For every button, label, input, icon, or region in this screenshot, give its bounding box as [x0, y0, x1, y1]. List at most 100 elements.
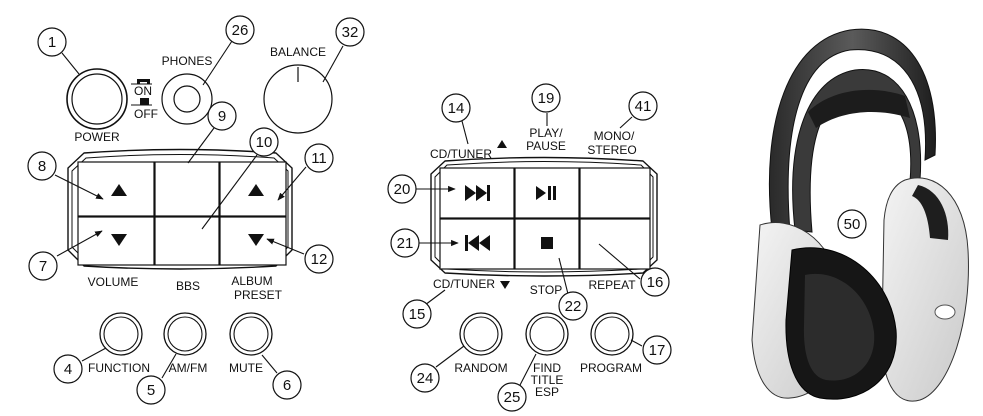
volume-up-button[interactable] — [77, 161, 155, 217]
skip-back-icon — [465, 235, 490, 251]
program-button[interactable] — [590, 312, 634, 356]
skip-forward-button[interactable] — [439, 167, 515, 219]
balance-label: BALANCE — [270, 45, 326, 59]
brand-logo — [934, 304, 956, 320]
power-knob[interactable] — [66, 68, 128, 130]
callout-11: 11 — [304, 143, 334, 173]
svg-text:22: 22 — [565, 298, 582, 315]
svg-text:11: 11 — [311, 150, 327, 167]
album-preset-up-button[interactable] — [219, 161, 287, 217]
random-button[interactable] — [459, 312, 503, 356]
mono-stereo-button[interactable] — [579, 167, 651, 219]
album-preset-down-button[interactable] — [219, 216, 287, 266]
up-arrow-icon — [248, 184, 264, 196]
headphones-illustration: 50 — [751, 28, 969, 402]
svg-text:20: 20 — [394, 181, 411, 198]
callout-4: 4 — [53, 354, 83, 384]
callout-22: 22 — [558, 291, 588, 321]
svg-text:15: 15 — [409, 306, 426, 323]
svg-text:4: 4 — [64, 361, 72, 378]
up-arrow-icon — [111, 184, 127, 196]
svg-text:5: 5 — [147, 382, 155, 399]
leader-25 — [518, 353, 537, 388]
callout-16: 16 — [640, 267, 670, 297]
svg-text:26: 26 — [232, 22, 249, 39]
svg-text:6: 6 — [283, 377, 291, 394]
play-pause-icon — [536, 186, 556, 200]
callout-41: 41 — [628, 91, 658, 121]
svg-text:7: 7 — [39, 258, 47, 275]
play-pause-button[interactable] — [514, 167, 580, 219]
function-label: FUNCTION — [88, 361, 150, 375]
amfm-label: AM/FM — [169, 361, 208, 375]
mono-label: MONO/ — [594, 129, 635, 143]
mute-button[interactable] — [229, 312, 273, 356]
leader-41 — [619, 116, 633, 129]
svg-text:19: 19 — [538, 90, 555, 107]
leader-32 — [322, 45, 344, 83]
balance-knob[interactable] — [263, 64, 333, 134]
stop-button[interactable] — [514, 218, 580, 270]
on-label: ON — [134, 84, 152, 98]
leader-15 — [424, 289, 446, 306]
callout-20: 20 — [387, 174, 417, 204]
callout-21: 21 — [390, 228, 420, 258]
leader-14 — [461, 120, 469, 145]
callout-10: 10 — [249, 127, 279, 157]
callout-6: 6 — [272, 370, 302, 400]
repeat-button[interactable] — [579, 218, 651, 270]
middle-panel: CD/TUNER PLAY/ PAUSE MONO/ STEREO — [387, 83, 672, 412]
leader-10 — [201, 154, 258, 230]
svg-text:32: 32 — [342, 24, 359, 41]
headband-outer — [768, 28, 936, 233]
right-cup-trim — [912, 185, 949, 240]
phones-label: PHONES — [162, 54, 213, 68]
stop-icon — [541, 237, 553, 249]
stop-label: STOP — [530, 283, 562, 297]
leader-11 — [277, 166, 307, 201]
cdtuner-up-label: CD/TUNER — [430, 147, 492, 161]
find-title-esp-button[interactable] — [525, 312, 569, 356]
leader-16 — [598, 243, 641, 280]
left-panel: POWER ON OFF PHONES BALANCE — [27, 15, 365, 405]
skip-forward-icon — [465, 185, 490, 201]
amfm-button[interactable] — [163, 312, 207, 356]
on-off-indicator — [131, 79, 152, 106]
stereo-label: STEREO — [587, 143, 636, 157]
callout-14: 14 — [441, 93, 471, 123]
volume-down-button[interactable] — [77, 216, 155, 266]
callout-17: 17 — [642, 335, 672, 365]
left-cushion-inner — [803, 273, 875, 381]
down-triangle-icon — [500, 281, 510, 289]
down-arrow-icon — [111, 234, 127, 246]
bbs-button-bottom[interactable] — [154, 216, 220, 266]
phones-jack[interactable] — [161, 73, 213, 125]
bbs-button-top[interactable] — [154, 161, 220, 217]
leader-7 — [56, 230, 103, 257]
play-label: PLAY/ — [529, 126, 563, 140]
repeat-label: REPEAT — [588, 278, 636, 292]
esp-label: ESP — [535, 385, 559, 399]
callout-1: 1 — [37, 27, 67, 57]
callout-15: 15 — [402, 299, 432, 329]
leader-9 — [187, 127, 215, 164]
svg-text:10: 10 — [256, 134, 273, 151]
leader-1 — [61, 52, 80, 75]
svg-text:1: 1 — [48, 34, 56, 51]
pause-label: PAUSE — [526, 139, 566, 153]
leader-22 — [558, 257, 569, 295]
leader-24 — [435, 345, 465, 368]
leader-26 — [202, 40, 233, 86]
callout-7: 7 — [28, 251, 58, 281]
svg-text:9: 9 — [218, 108, 226, 125]
function-button[interactable] — [99, 312, 143, 356]
power-label: POWER — [74, 130, 120, 144]
callout-12: 12 — [304, 244, 334, 274]
up-triangle-icon — [497, 140, 507, 148]
callout-5: 5 — [136, 375, 166, 405]
preset-label: PRESET — [234, 288, 283, 302]
svg-text:8: 8 — [38, 158, 46, 175]
leader-17 — [630, 339, 643, 347]
down-arrow-icon — [248, 234, 264, 246]
skip-back-button[interactable] — [439, 218, 515, 270]
